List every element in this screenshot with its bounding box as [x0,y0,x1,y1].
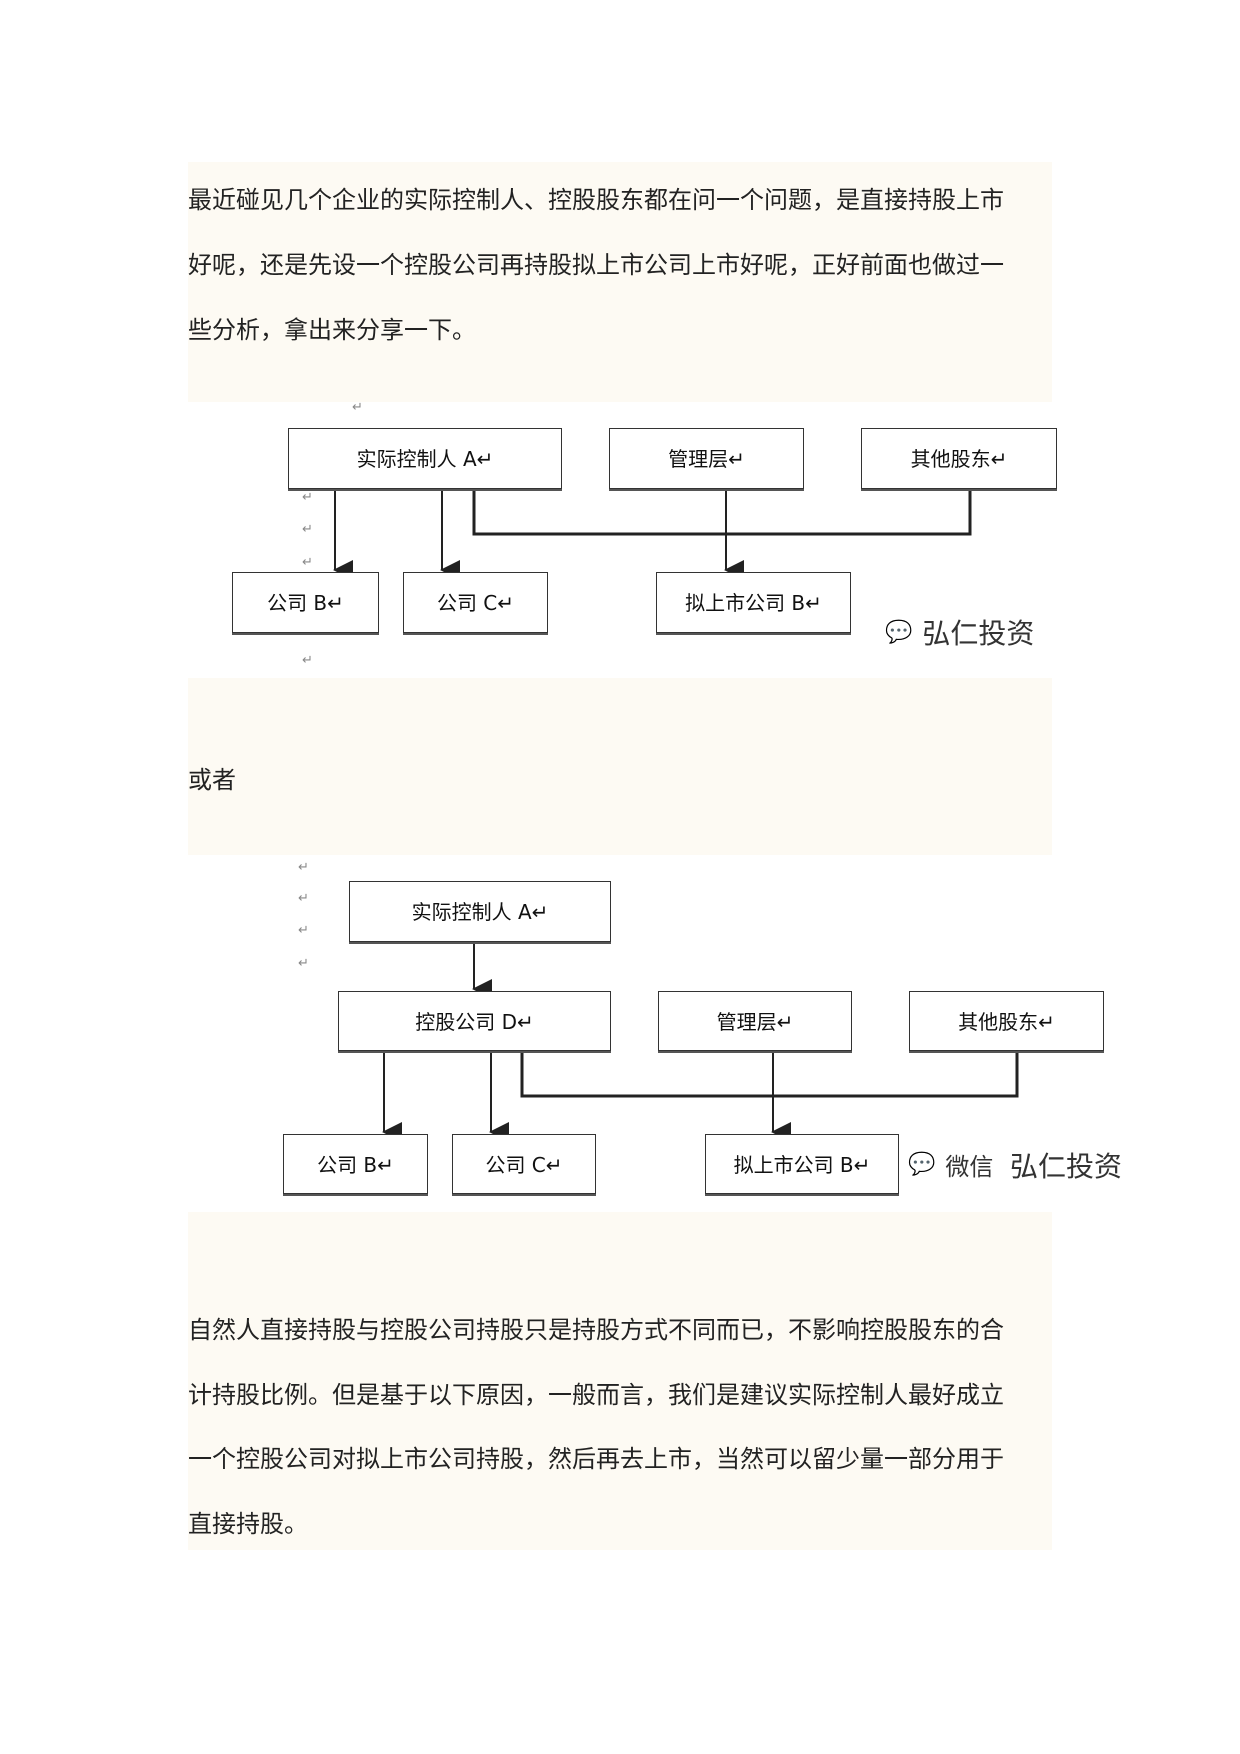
box-management: 管理层↵ [658,991,852,1051]
return-mark: ↵ [298,860,309,875]
wechat-icon: 💬 [885,619,913,645]
conclusion-line: 计持股比例。但是基于以下原因，一般而言，我们是建议实际控制人最好成立 [188,1381,1004,1409]
return-mark: ↵ [298,891,309,906]
or-text: 或者 [188,766,236,794]
watermark: 💬 弘仁投资 [885,612,1034,652]
box-actual-controller: 实际控制人 A↵ [349,881,611,942]
wechat-icon: 💬 [908,1152,936,1177]
box-company-b: 公司 B↵ [283,1134,428,1194]
intro-line: 好呢，还是先设一个控股公司再持股拟上市公司上市好呢，正好前面也做过一 [188,251,1004,279]
box-ipo-company: 拟上市公司 B↵ [656,572,851,633]
conclusion-line: 一个控股公司对拟上市公司持股，然后再去上市，当然可以留少量一部分用于 [188,1445,1004,1473]
return-mark: ↵ [302,653,313,668]
or-background [188,678,1052,855]
box-company-c: 公司 C↵ [403,572,548,633]
box-other-shareholders: 其他股东↵ [861,428,1057,489]
box-other-shareholders: 其他股东↵ [909,991,1104,1051]
return-mark: ↵ [302,555,313,570]
box-company-b: 公司 B↵ [232,572,379,633]
intro-line: 些分析，拿出来分享一下。 [188,316,476,344]
return-mark: ↵ [302,522,313,537]
watermark-text: 弘仁投资 [922,617,1035,650]
watermark-text: 弘仁投资 [1010,1150,1123,1183]
return-mark: ↵ [352,400,363,415]
conclusion-background [188,1212,1052,1550]
box-ipo-company: 拟上市公司 B↵ [705,1134,899,1194]
intro-background [188,162,1052,402]
box-company-c: 公司 C↵ [452,1134,596,1194]
intro-line: 最近碰见几个企业的实际控制人、控股股东都在问一个问题，是直接持股上市 [188,186,1004,214]
return-mark: ↵ [298,956,309,971]
box-actual-controller: 实际控制人 A↵ [288,428,562,489]
return-mark: ↵ [298,923,309,938]
box-management: 管理层↵ [609,428,804,489]
conclusion-line: 自然人直接持股与控股公司持股只是持股方式不同而已，不影响控股股东的合 [188,1316,1004,1344]
conclusion-line: 直接持股。 [188,1510,308,1538]
watermark-wechat-text: 微信 [945,1153,994,1181]
box-holding-company: 控股公司 D↵ [338,991,611,1051]
watermark-wechat: 💬 微信 [908,1147,993,1182]
watermark: 弘仁投资 [1010,1145,1122,1185]
return-mark: ↵ [302,490,313,505]
